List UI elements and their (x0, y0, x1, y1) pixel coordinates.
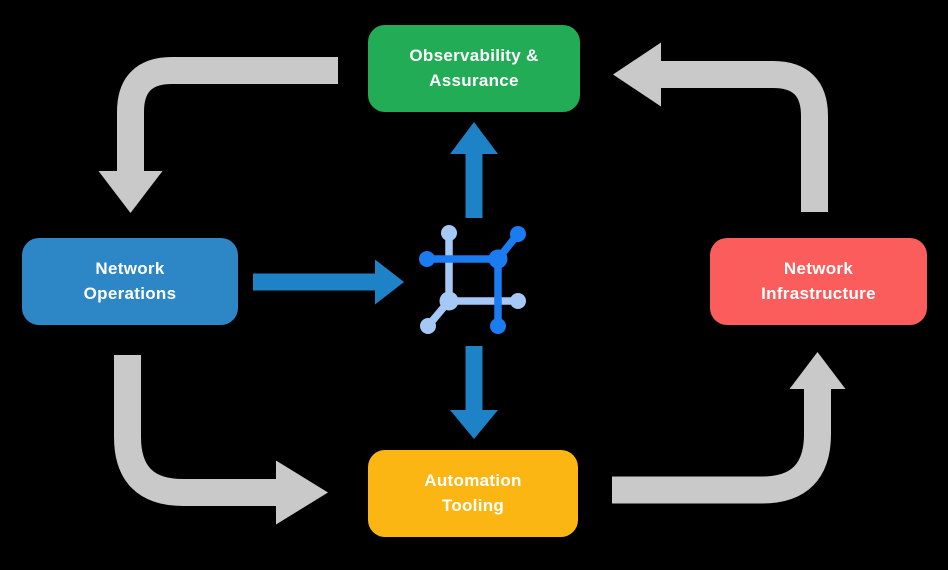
arrow-operations-to-automation (114, 355, 328, 525)
box-label-line1: Observability & (409, 45, 539, 65)
network-mesh-dark-nodes (419, 226, 526, 334)
arrow-operations-to-center (253, 259, 404, 305)
box-observability-assurance: Observability & Assurance (368, 25, 580, 112)
network-mesh-icon (419, 225, 526, 334)
network-mesh-light-nodes (420, 225, 526, 334)
arrow-infrastructure-to-observability (613, 42, 828, 212)
box-label-line2: Infrastructure (761, 283, 876, 303)
box-label-line1: Automation (424, 470, 522, 490)
box-label-line2: Tooling (441, 495, 505, 515)
box-automation-tooling: Automation Tooling (368, 450, 578, 537)
box-label-line2: Operations (83, 283, 177, 303)
box-label-line2: Assurance (429, 70, 519, 90)
arrow-center-to-observability (450, 122, 498, 218)
box-label-line1: Network (783, 258, 854, 278)
arrow-center-to-automation (450, 346, 498, 439)
arrow-observability-to-operations (98, 57, 338, 213)
box-network-operations: Network Operations (22, 238, 238, 325)
arrow-automation-to-infrastructure (612, 352, 846, 504)
box-network-infrastructure: Network Infrastructure (710, 238, 927, 325)
box-label-line1: Network (95, 258, 165, 278)
